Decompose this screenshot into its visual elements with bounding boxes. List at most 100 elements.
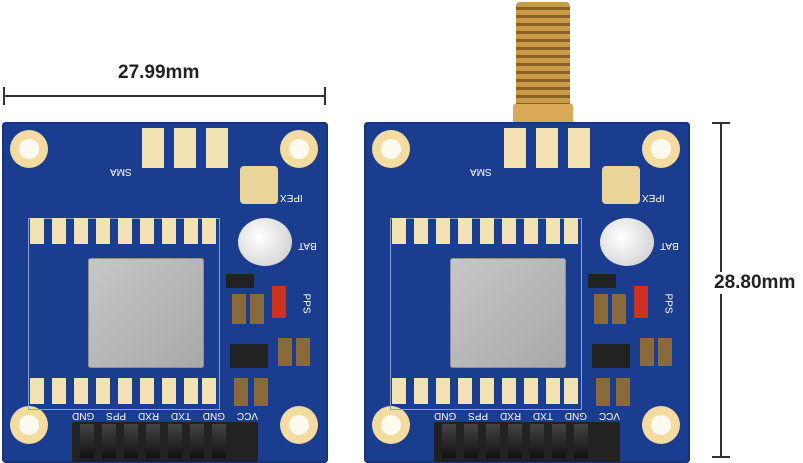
pin-header: [434, 422, 620, 462]
mount-hole: [372, 130, 410, 168]
pin-label: TXD: [532, 410, 553, 421]
sma-silk-label: SMA: [470, 166, 492, 177]
module-pad: [524, 218, 538, 244]
sma-pad: [504, 128, 526, 168]
width-dimension-line: [3, 95, 325, 97]
module-pad: [52, 218, 66, 244]
module-pad: [564, 218, 578, 244]
ipex-silk-label: IPEX: [280, 192, 303, 203]
pin-label: VCC: [236, 410, 258, 421]
height-dimension-tick-bottom: [712, 456, 730, 458]
mount-hole: [10, 406, 48, 444]
module-pad: [74, 378, 88, 404]
module-pad: [436, 218, 450, 244]
module-pad: [546, 218, 560, 244]
smd-component: [232, 294, 246, 324]
pin-label: GND: [434, 410, 457, 421]
height-dimension-label: 28.80mm: [712, 272, 798, 294]
height-dimension-tick-top: [712, 122, 730, 124]
module-pad: [52, 378, 66, 404]
module-pad: [140, 378, 154, 404]
backup-battery: [238, 218, 292, 266]
module-pad: [184, 218, 198, 244]
backup-battery: [600, 218, 654, 266]
module-pad: [96, 218, 110, 244]
ipex-connector: [240, 166, 278, 204]
mount-hole: [372, 406, 410, 444]
module-pad: [74, 218, 88, 244]
pin-label: PPS: [106, 410, 127, 421]
pin-label: GND: [564, 410, 588, 421]
pin-label: RXD: [137, 410, 160, 421]
smd-component: [594, 294, 608, 324]
gps-module-board-left: SMA IPEX BAT PPS VCC GND TXD RXD PPS GND: [2, 122, 328, 463]
module-pad: [564, 378, 578, 404]
gnss-chip: [88, 258, 204, 368]
smd-component: [588, 274, 616, 288]
mount-hole: [280, 130, 318, 168]
module-pad: [392, 218, 406, 244]
bat-silk-label: BAT: [298, 240, 317, 251]
module-pad: [546, 378, 560, 404]
mount-hole: [642, 406, 680, 444]
pin-header-labels: VCC GND TXD RXD PPS GND: [72, 410, 258, 421]
module-pad: [414, 218, 428, 244]
pps-silk-label: PPS: [300, 293, 312, 314]
pin-header: [72, 422, 258, 462]
smd-component: [596, 378, 610, 406]
mount-hole: [642, 130, 680, 168]
module-pad: [458, 218, 472, 244]
ipex-silk-label: IPEX: [642, 192, 665, 203]
sma-pad: [568, 128, 590, 168]
module-pad: [414, 378, 428, 404]
pin-label: GND: [202, 410, 226, 421]
module-pad: [118, 378, 132, 404]
module-pad: [96, 378, 110, 404]
smd-component: [616, 378, 630, 406]
width-dimension-tick-right: [324, 87, 326, 105]
module-pad: [30, 378, 44, 404]
module-pad: [480, 218, 494, 244]
smd-component: [226, 274, 254, 288]
module-pad: [162, 378, 176, 404]
sma-pad: [174, 128, 196, 168]
sma-connector-base: [513, 104, 573, 126]
pin-label: VCC: [598, 410, 620, 421]
module-pad: [30, 218, 44, 244]
sma-pad: [536, 128, 558, 168]
module-pad: [436, 378, 450, 404]
sma-pad: [142, 128, 164, 168]
smd-component: [296, 338, 310, 366]
pps-led: [272, 286, 286, 318]
mount-hole: [280, 406, 318, 444]
pin-label: PPS: [468, 410, 489, 421]
gnss-chip: [450, 258, 566, 368]
bat-silk-label: BAT: [660, 240, 679, 251]
gps-module-board-right: SMA IPEX BAT PPS VCC GND TXD RXD PPS GND: [364, 122, 690, 463]
smd-component: [658, 338, 672, 366]
module-pad: [162, 218, 176, 244]
mount-hole: [10, 130, 48, 168]
pin-header-labels: VCC GND TXD RXD PPS GND: [434, 410, 620, 421]
pin-label: TXD: [170, 410, 191, 421]
pin-label: GND: [72, 410, 95, 421]
pps-silk-label: PPS: [662, 293, 674, 314]
module-pad: [184, 378, 198, 404]
module-pad: [458, 378, 472, 404]
regulator-chip: [230, 344, 268, 368]
regulator-chip: [592, 344, 630, 368]
smd-component: [250, 294, 264, 324]
smd-component: [254, 378, 268, 406]
module-pad: [502, 378, 516, 404]
smd-component: [234, 378, 248, 406]
ipex-connector: [602, 166, 640, 204]
pin-label: RXD: [499, 410, 522, 421]
width-dimension-tick-left: [3, 87, 5, 105]
module-pad: [202, 378, 216, 404]
module-pad: [480, 378, 494, 404]
width-dimension-label: 27.99mm: [118, 62, 200, 83]
module-pad: [502, 218, 516, 244]
sma-antenna-connector: [516, 2, 570, 110]
sma-pad: [206, 128, 228, 168]
module-pad: [202, 218, 216, 244]
